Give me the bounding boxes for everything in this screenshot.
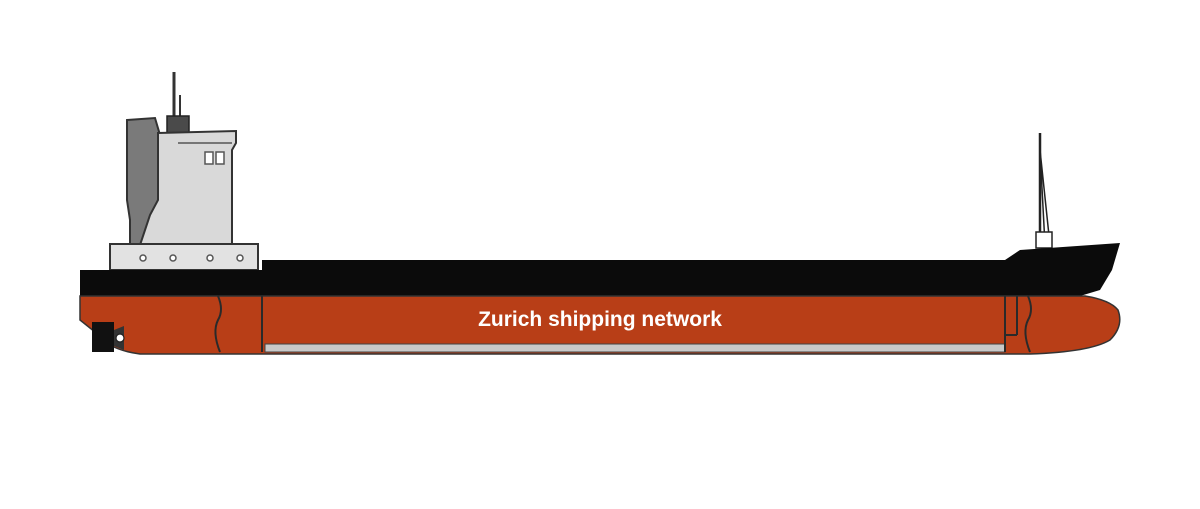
hull-label: Zurich shipping network [478, 308, 722, 331]
bulkheads [214, 295, 1032, 353]
hull-red [79, 295, 1121, 355]
deckhouse-portholes [139, 254, 244, 262]
propeller-icon [92, 322, 125, 352]
bow-mast [1035, 133, 1053, 249]
deckhouse [109, 243, 259, 271]
keel-strip [264, 343, 1006, 353]
hull-upper-black [80, 243, 1120, 296]
bridge-windows [204, 151, 225, 165]
